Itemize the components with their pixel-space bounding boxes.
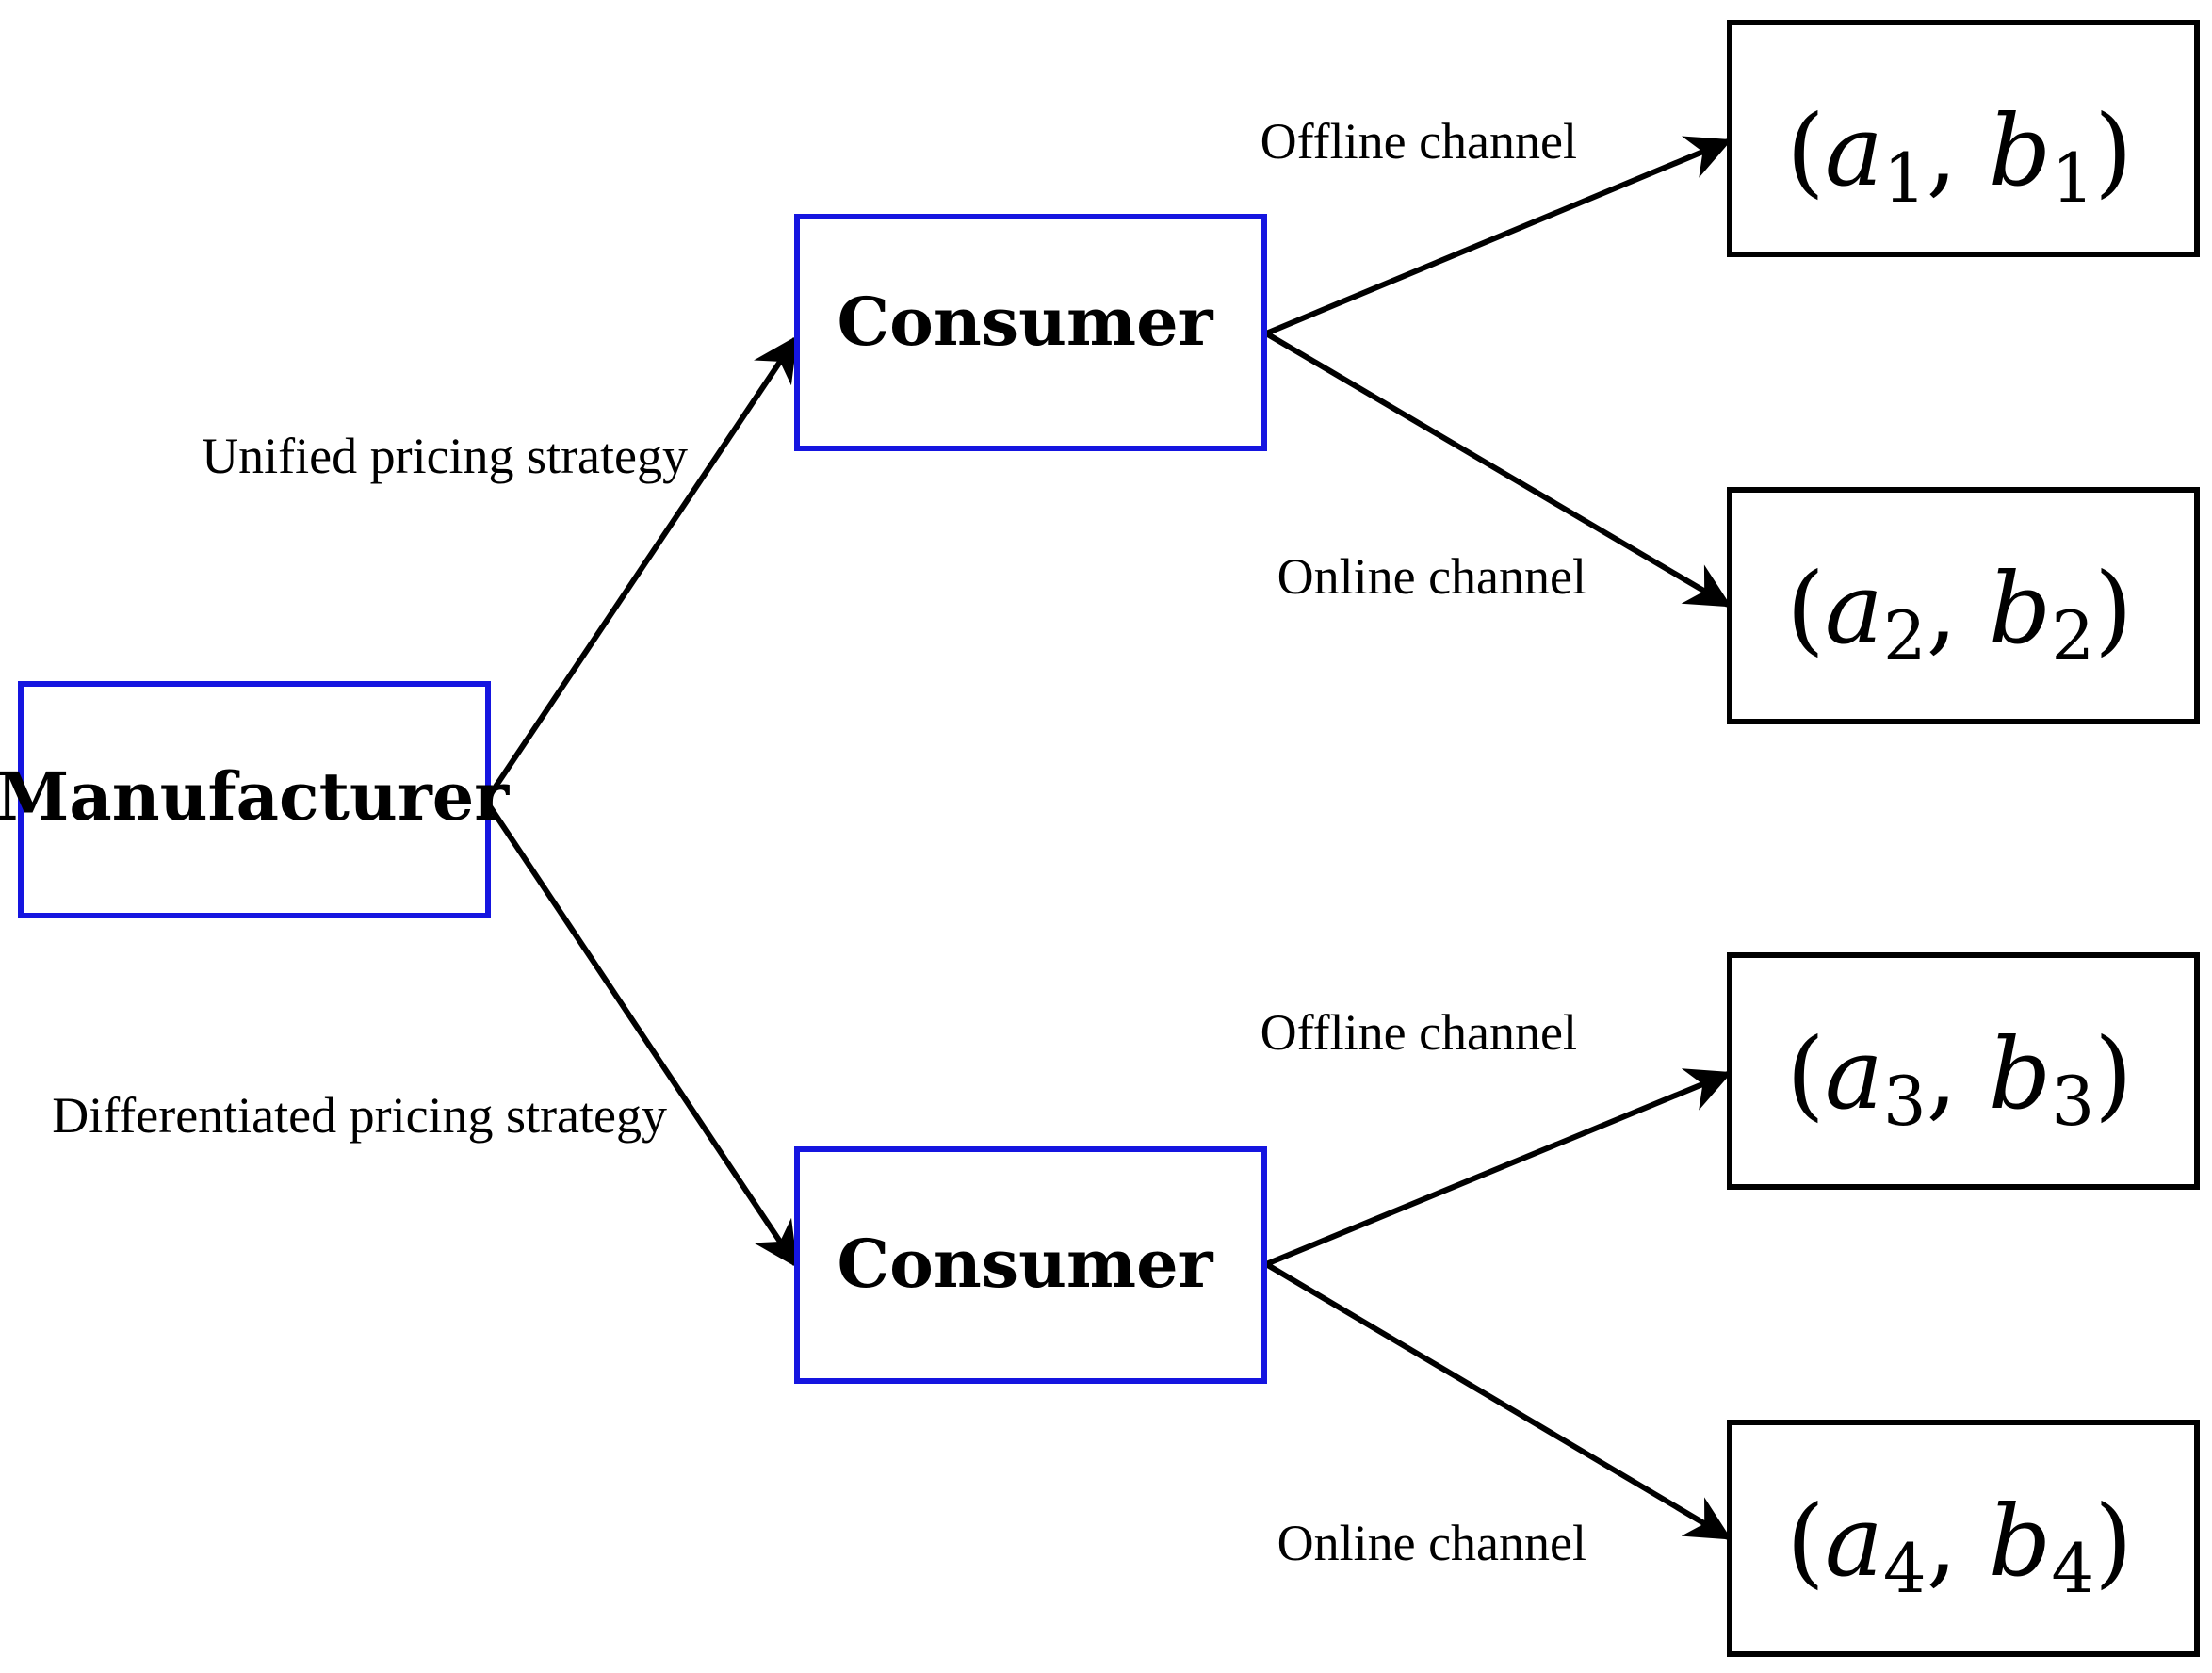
edge-consumer-top-to-outcome-2 <box>1264 331 1732 608</box>
node-consumer-top-label: Consumer <box>837 283 1213 361</box>
outcome-1-a-sub: 1 <box>1883 138 1927 218</box>
outcome-4-b: b <box>1989 1484 2052 1599</box>
node-consumer-top-box <box>794 214 1267 451</box>
outcome-2-a: a <box>1825 551 1883 666</box>
edge-label-differentiated: Differentiated pricing strategy <box>52 1087 667 1144</box>
outcome-4-b-sub: 4 <box>2051 1529 2094 1608</box>
edge-labels: Unified pricing strategy Differentiated … <box>52 113 1586 1571</box>
edge-manufacturer-to-consumer-top <box>483 335 798 803</box>
outcome-3: (a3, b3) <box>1727 952 2200 1190</box>
outcome-2-b: b <box>1989 551 2052 666</box>
outcome-1-box <box>1727 20 2200 257</box>
outcome-1-label: (a1, b1) <box>1786 93 2133 218</box>
outcome-4-box <box>1727 1420 2200 1657</box>
outcome-4-a-sub: 4 <box>1883 1529 1927 1608</box>
outcome-3-box <box>1727 952 2200 1190</box>
node-consumer-bottom-box <box>794 1146 1267 1384</box>
outcome-3-a-sub: 3 <box>1883 1062 1927 1141</box>
edge-consumer-top-to-outcome-1 <box>1264 136 1732 336</box>
outcome-2: (a2, b2) <box>1727 487 2200 724</box>
edge-consumer-bottom-to-outcome-3 <box>1264 1068 1732 1267</box>
edge-label-offline-bottom: Offline channel <box>1261 1004 1577 1061</box>
edge-label-unified: Unified pricing strategy <box>202 428 688 484</box>
outcome-4: (a4, b4) <box>1727 1420 2200 1657</box>
outcome-2-box <box>1727 487 2200 724</box>
outcome-4-a: a <box>1825 1484 1883 1599</box>
outcome-2-label: (a2, b2) <box>1786 551 2133 675</box>
edges <box>483 136 1732 1540</box>
edge-consumer-bottom-to-outcome-4 <box>1264 1261 1732 1540</box>
outcome-3-label: (a3, b3) <box>1786 1016 2133 1141</box>
edge-label-offline-top: Offline channel <box>1261 113 1577 170</box>
edge-label-online-bottom: Online channel <box>1277 1515 1586 1571</box>
edge-manufacturer-to-consumer-bottom <box>483 799 798 1268</box>
outcome-3-b-sub: 3 <box>2051 1062 2094 1141</box>
node-consumer-top: Consumer <box>794 214 1267 451</box>
outcome-2-b-sub: 2 <box>2051 596 2094 675</box>
outcome-2-a-sub: 2 <box>1883 596 1927 675</box>
node-manufacturer-label: Manufacturer <box>0 757 510 836</box>
node-manufacturer: Manufacturer <box>0 681 510 918</box>
node-consumer-bottom: Consumer <box>794 1146 1267 1384</box>
node-manufacturer-box <box>18 681 491 918</box>
edge-label-online-top: Online channel <box>1277 548 1586 605</box>
node-consumer-bottom-label: Consumer <box>837 1225 1213 1303</box>
outcome-1-b-sub: 1 <box>2051 138 2094 218</box>
outcome-1: (a1, b1) <box>1727 20 2200 257</box>
outcome-1-a: a <box>1825 93 1883 208</box>
outcome-3-a: a <box>1825 1016 1883 1131</box>
outcome-3-b: b <box>1989 1016 2052 1131</box>
outcome-1-b: b <box>1989 93 2052 208</box>
